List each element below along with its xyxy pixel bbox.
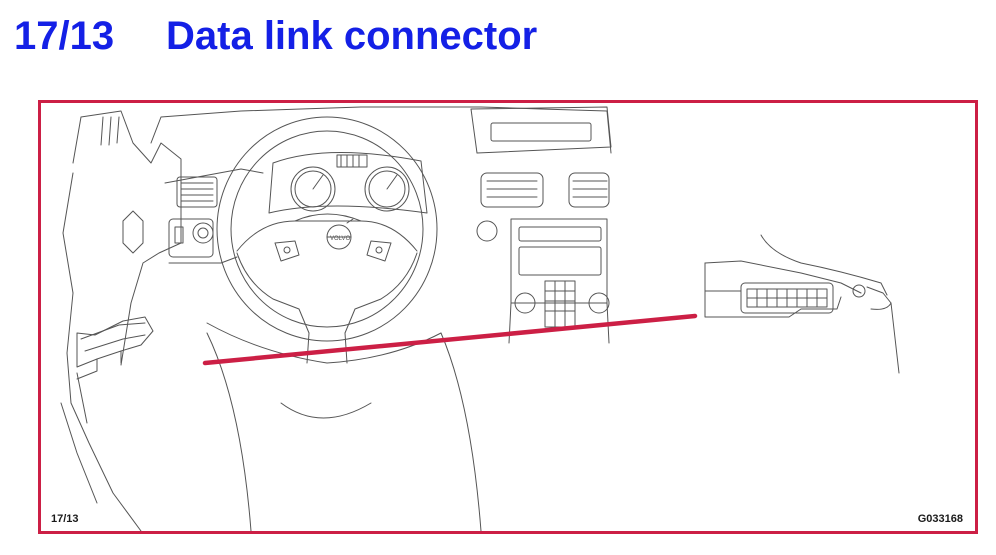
steering-wheel [216,116,438,364]
center-console [470,106,612,344]
leader-line [202,313,698,366]
page-title: 17/13 Data link connector [14,10,537,62]
left-dash [150,106,612,264]
illustration-frame: VOLVO [38,100,978,534]
lower-panel [206,322,482,531]
door-panel [60,110,182,531]
svg-text:VOLVO: VOLVO [330,236,351,242]
section-number: 17/13 [14,14,115,58]
section-title: Data link connector [166,14,538,58]
page-reference: 17/13 [51,513,79,525]
volvo-logo: VOLVO [326,218,354,250]
dashboard-illustration: VOLVO [60,106,900,531]
figure-code: G033168 [917,513,963,525]
data-link-connector [704,234,900,374]
instrument-cluster [268,151,428,214]
